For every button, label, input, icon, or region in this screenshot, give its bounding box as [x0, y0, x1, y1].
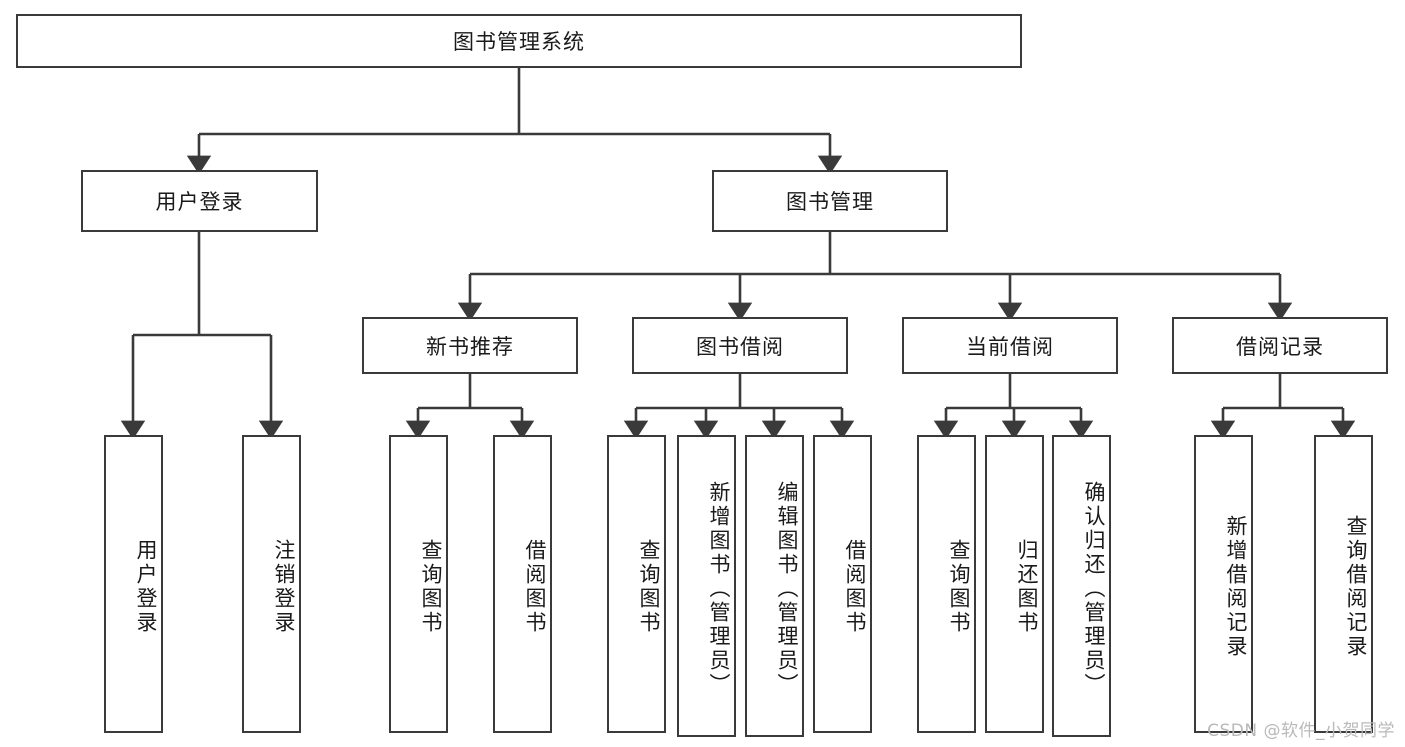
leaf-label: 借阅图书: [523, 539, 547, 635]
leaf-label: 确认归还（管理员）: [1082, 481, 1106, 697]
leaf-label: 查询图书: [419, 539, 443, 635]
leaf-label: 用户登录: [134, 539, 158, 635]
leaf-new-book-query[interactable]: 查询图书: [389, 435, 448, 733]
leaf-borrow-record-query[interactable]: 查询借阅记录: [1314, 435, 1373, 733]
leaf-book-borrow-add[interactable]: 新增图书（管理员）: [677, 435, 736, 737]
leaf-label: 借阅图书: [843, 539, 867, 635]
node-user-login[interactable]: 用户登录: [81, 170, 318, 232]
leaf-new-book-borrow[interactable]: 借阅图书: [493, 435, 552, 733]
node-root-label: 图书管理系统: [453, 30, 585, 54]
leaf-current-borrow-query[interactable]: 查询图书: [917, 435, 976, 733]
leaf-user-login-login[interactable]: 用户登录: [104, 435, 163, 733]
node-user-login-label: 用户登录: [155, 190, 244, 214]
node-book-management-label: 图书管理: [786, 190, 874, 214]
leaf-current-borrow-return[interactable]: 归还图书: [985, 435, 1044, 733]
leaf-label: 编辑图书（管理员）: [775, 481, 799, 697]
leaf-book-borrow-edit[interactable]: 编辑图书（管理员）: [745, 435, 804, 737]
node-new-book-recommend[interactable]: 新书推荐: [362, 317, 578, 374]
leaf-book-borrow-query[interactable]: 查询图书: [607, 435, 666, 733]
node-root[interactable]: 图书管理系统: [16, 14, 1022, 68]
node-new-book-recommend-label: 新书推荐: [426, 334, 514, 359]
node-book-borrow[interactable]: 图书借阅: [632, 317, 848, 374]
node-current-borrow-label: 当前借阅: [966, 334, 1054, 359]
node-book-borrow-label: 图书借阅: [696, 334, 784, 359]
leaf-current-borrow-confirm-return[interactable]: 确认归还（管理员）: [1052, 435, 1111, 737]
leaf-label: 查询图书: [637, 539, 661, 635]
node-current-borrow[interactable]: 当前借阅: [902, 317, 1118, 374]
node-borrow-record-label: 借阅记录: [1236, 334, 1324, 359]
leaf-book-borrow-borrow[interactable]: 借阅图书: [813, 435, 872, 733]
leaf-label: 归还图书: [1015, 539, 1039, 635]
leaf-borrow-record-add[interactable]: 新增借阅记录: [1194, 435, 1253, 733]
node-book-management[interactable]: 图书管理: [712, 170, 948, 232]
leaf-label: 查询借阅记录: [1344, 515, 1368, 659]
leaf-label: 新增图书（管理员）: [707, 481, 731, 697]
node-borrow-record[interactable]: 借阅记录: [1172, 317, 1388, 374]
watermark: CSDN @软件_小贺同学: [1207, 721, 1395, 741]
leaf-label: 新增借阅记录: [1224, 515, 1248, 659]
leaf-label: 注销登录: [272, 539, 296, 635]
leaf-label: 查询图书: [947, 539, 971, 635]
leaf-user-login-logout[interactable]: 注销登录: [242, 435, 301, 733]
